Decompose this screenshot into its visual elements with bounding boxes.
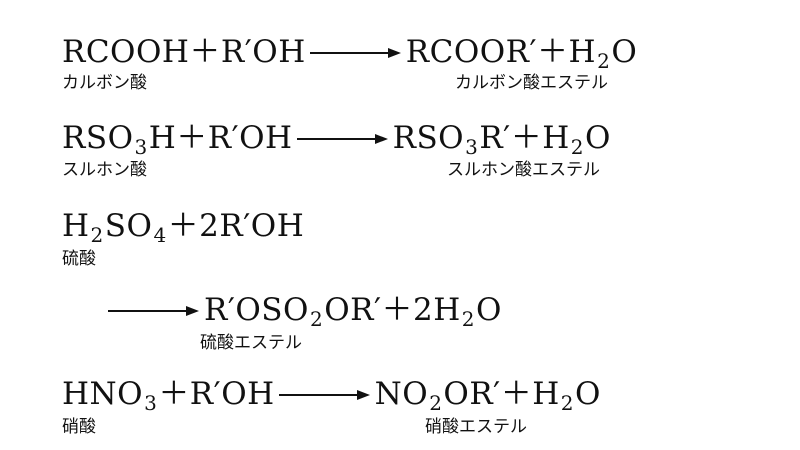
product-label: 硝酸エステル bbox=[425, 417, 527, 437]
reactant-label: カルボン酸 bbox=[62, 73, 147, 93]
subscript: 3 bbox=[465, 135, 479, 159]
product-label: カルボン酸エステル bbox=[455, 73, 608, 93]
products: NO2OR′＋H2O bbox=[374, 368, 601, 415]
formula-text: ＋2R′OH bbox=[167, 208, 305, 244]
reaction-arrow-icon bbox=[296, 134, 388, 144]
formula-text: RSO bbox=[62, 120, 134, 156]
products: RCOOR′＋H2O bbox=[405, 26, 638, 73]
formula-text: R′OSO bbox=[204, 292, 309, 328]
reactants: RCOOH＋R′OH bbox=[62, 26, 306, 71]
formula-text: R′＋H bbox=[479, 120, 570, 156]
subscript: 2 bbox=[309, 307, 324, 331]
formula-text: OR′＋H bbox=[443, 376, 560, 412]
reaction-arrow-icon bbox=[108, 306, 199, 316]
reactant-label: スルホン酸 bbox=[62, 160, 147, 180]
reactants: HNO3＋R′OH bbox=[62, 368, 275, 415]
subscript: 2 bbox=[570, 135, 584, 159]
formula-text: RCOOH＋R′OH bbox=[62, 34, 306, 70]
reaction-arrow-icon bbox=[309, 48, 401, 58]
reactant-label: 硝酸 bbox=[62, 417, 96, 437]
formula-text: RCOOR′＋H bbox=[405, 34, 597, 70]
formula-text: NO bbox=[374, 376, 429, 412]
subscript: 3 bbox=[144, 391, 158, 415]
formula-text: OR′＋2H bbox=[324, 292, 461, 328]
equation-sulfuric-products: R′OSO2OR′＋2H2O bbox=[104, 284, 502, 331]
product-label: スルホン酸エステル bbox=[447, 160, 600, 180]
formula-text: RSO bbox=[392, 120, 465, 156]
formula-text: HNO bbox=[62, 376, 144, 412]
subscript: 2 bbox=[560, 391, 574, 415]
subscript: 2 bbox=[429, 391, 443, 415]
formula-text: O bbox=[574, 376, 601, 412]
reaction-arrow-icon bbox=[278, 390, 370, 400]
subscript: 2 bbox=[461, 307, 475, 331]
formula-text: ＋R′OH bbox=[158, 376, 275, 412]
formula-text: SO bbox=[104, 208, 153, 244]
reactants: RSO3H＋R′OH bbox=[62, 112, 293, 159]
formula-text: H＋R′OH bbox=[148, 120, 293, 156]
equation-carboxylic-ester: RCOOH＋R′OH RCOOR′＋H2O bbox=[62, 26, 638, 73]
subscript: 2 bbox=[597, 49, 611, 73]
reactant-label: 硫酸 bbox=[62, 249, 96, 269]
reactants: H2SO4＋2R′OH bbox=[62, 200, 305, 247]
products: RSO3R′＋H2O bbox=[392, 112, 611, 159]
formula-text: O bbox=[475, 292, 502, 328]
subscript: 3 bbox=[134, 135, 148, 159]
formula-text: O bbox=[611, 34, 638, 70]
subscript: 4 bbox=[153, 223, 167, 247]
formula-text: H bbox=[62, 208, 90, 244]
formula-text: O bbox=[585, 120, 611, 156]
equation-nitric-ester: HNO3＋R′OH NO2OR′＋H2O bbox=[62, 368, 601, 415]
equation-sulfuric-reactants: H2SO4＋2R′OH bbox=[62, 200, 305, 247]
products: R′OSO2OR′＋2H2O bbox=[204, 284, 502, 331]
subscript: 2 bbox=[90, 223, 104, 247]
equation-sulfonic-ester: RSO3H＋R′OH RSO3R′＋H2O bbox=[62, 112, 611, 159]
product-label: 硫酸エステル bbox=[200, 333, 302, 353]
